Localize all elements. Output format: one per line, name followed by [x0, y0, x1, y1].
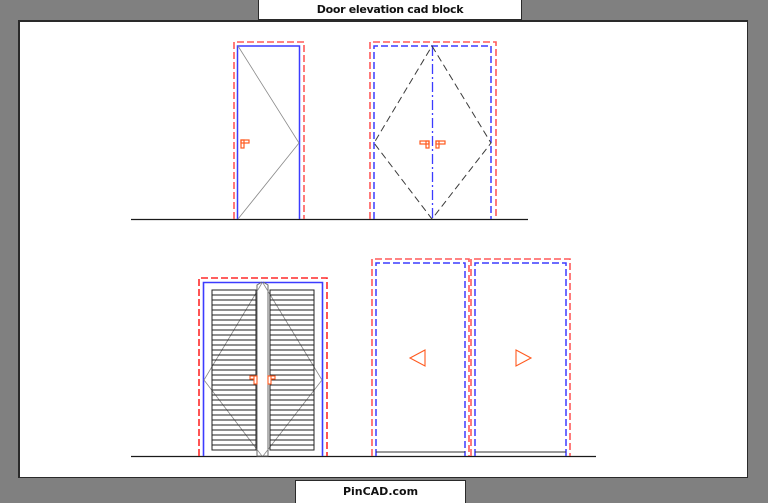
double-swing-door [369, 41, 497, 220]
swing-indicator [373, 45, 492, 220]
slide-right-arrow-icon [515, 349, 533, 367]
slide-left-arrow-icon [408, 349, 426, 367]
door-frame-outline [198, 277, 328, 456]
door-frame-outline [233, 41, 305, 219]
sliding-double-door [371, 258, 571, 456]
left-leaf-outline [375, 262, 466, 456]
center-stile [256, 281, 269, 457]
door-handle-icon [240, 139, 250, 149]
door-leaf-outline [236, 45, 301, 219]
door-frame-outline [369, 41, 497, 219]
right-leaf-outline [474, 262, 567, 456]
right-frame-outline [470, 258, 571, 456]
single-swing-door [233, 41, 305, 220]
drawing-title: Door elevation cad block [258, 0, 522, 20]
door-handle-icon [419, 140, 446, 149]
door-handle-icon [249, 375, 276, 385]
watermark-label: PinCAD.com [295, 480, 466, 503]
louver-panel-left [211, 289, 257, 451]
louver-panel-right [269, 289, 315, 451]
left-frame-outline [371, 258, 470, 456]
louvered-double-door [198, 277, 328, 457]
swing-indicator [237, 45, 300, 220]
drawing-canvas [18, 20, 748, 478]
